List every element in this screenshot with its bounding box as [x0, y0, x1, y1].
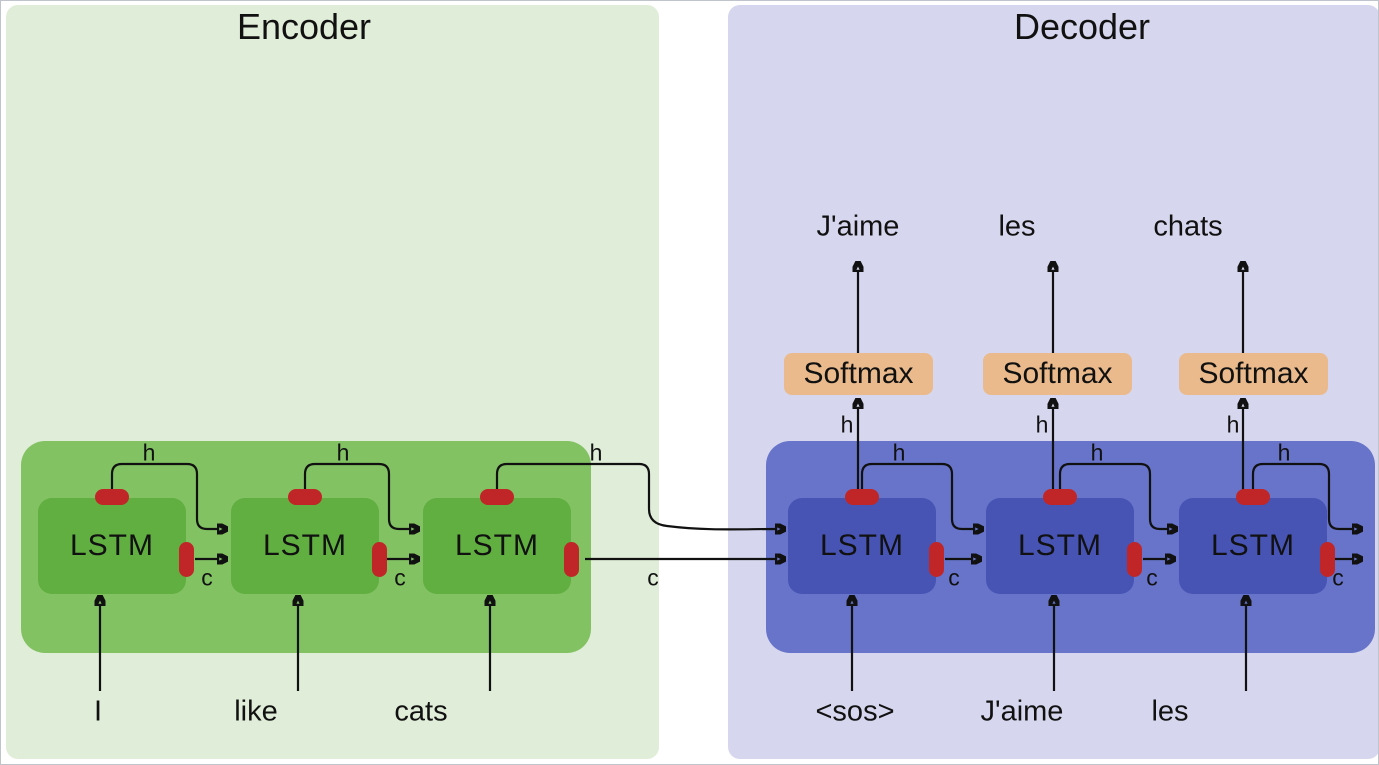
encoder-lstm-1: LSTM [38, 498, 186, 594]
h-label: h [589, 439, 603, 466]
decoder-lstm-1: LSTM [788, 498, 936, 594]
lstm-label: LSTM [454, 529, 539, 562]
h-label: h [1035, 411, 1049, 438]
softmax-box-3: Softmax [1179, 353, 1328, 395]
hidden-state-pill [1043, 489, 1077, 505]
cell-state-pill [372, 542, 387, 577]
decoder-input-word-1: <sos> [815, 695, 895, 728]
lstm-label: LSTM [69, 529, 154, 562]
softmax-label: Softmax [1002, 357, 1113, 390]
encoder-input-word-2: like [234, 695, 278, 728]
decoder-lstm-2: LSTM [986, 498, 1134, 594]
softmax-box-2: Softmax [983, 353, 1132, 395]
encoder-input-word-1: I [93, 695, 103, 728]
encoder-title: Encoder [236, 6, 372, 47]
decoder-lstm-3: LSTM [1179, 498, 1327, 594]
h-label: h [892, 439, 906, 466]
decoder-output-word-1: J'aime [816, 210, 900, 243]
decoder-input-word-3: les [1151, 695, 1189, 728]
hidden-state-pill [288, 489, 322, 505]
c-label: c [1146, 564, 1158, 591]
encoder-lstm-2: LSTM [231, 498, 379, 594]
h-label: h [1090, 439, 1104, 466]
decoder-input-word-2: J'aime [980, 695, 1064, 728]
lstm-label: LSTM [819, 529, 904, 562]
h-label: h [142, 439, 156, 466]
hidden-state-pill [845, 489, 879, 505]
lstm-label: LSTM [1017, 529, 1102, 562]
encoder-input-word-3: cats [394, 695, 448, 728]
lstm-label: LSTM [262, 529, 347, 562]
lstm-label: LSTM [1210, 529, 1295, 562]
softmax-label: Softmax [1198, 357, 1309, 390]
decoder-output-word-2: les [998, 210, 1036, 243]
c-label: c [948, 564, 960, 591]
softmax-box-1: Softmax [784, 353, 933, 395]
h-label: h [1226, 411, 1240, 438]
c-label: c [647, 564, 659, 591]
c-label: c [394, 564, 406, 591]
decoder-title: Decoder [1013, 6, 1151, 47]
c-label: c [1332, 564, 1344, 591]
cell-state-pill [1127, 542, 1142, 577]
encoder-lstm-3: LSTM [423, 498, 571, 594]
c-label: c [201, 564, 213, 591]
h-label: h [336, 439, 350, 466]
h-label: h [1277, 439, 1291, 466]
hidden-state-pill [95, 489, 129, 505]
cell-state-pill [564, 542, 579, 577]
cell-state-pill [1320, 542, 1335, 577]
softmax-label: Softmax [803, 357, 914, 390]
h-label: h [840, 411, 854, 438]
cell-state-pill [929, 542, 944, 577]
cell-state-pill [179, 542, 194, 577]
hidden-state-pill [480, 489, 514, 505]
decoder-output-word-3: chats [1153, 210, 1223, 243]
hidden-state-pill [1236, 489, 1270, 505]
